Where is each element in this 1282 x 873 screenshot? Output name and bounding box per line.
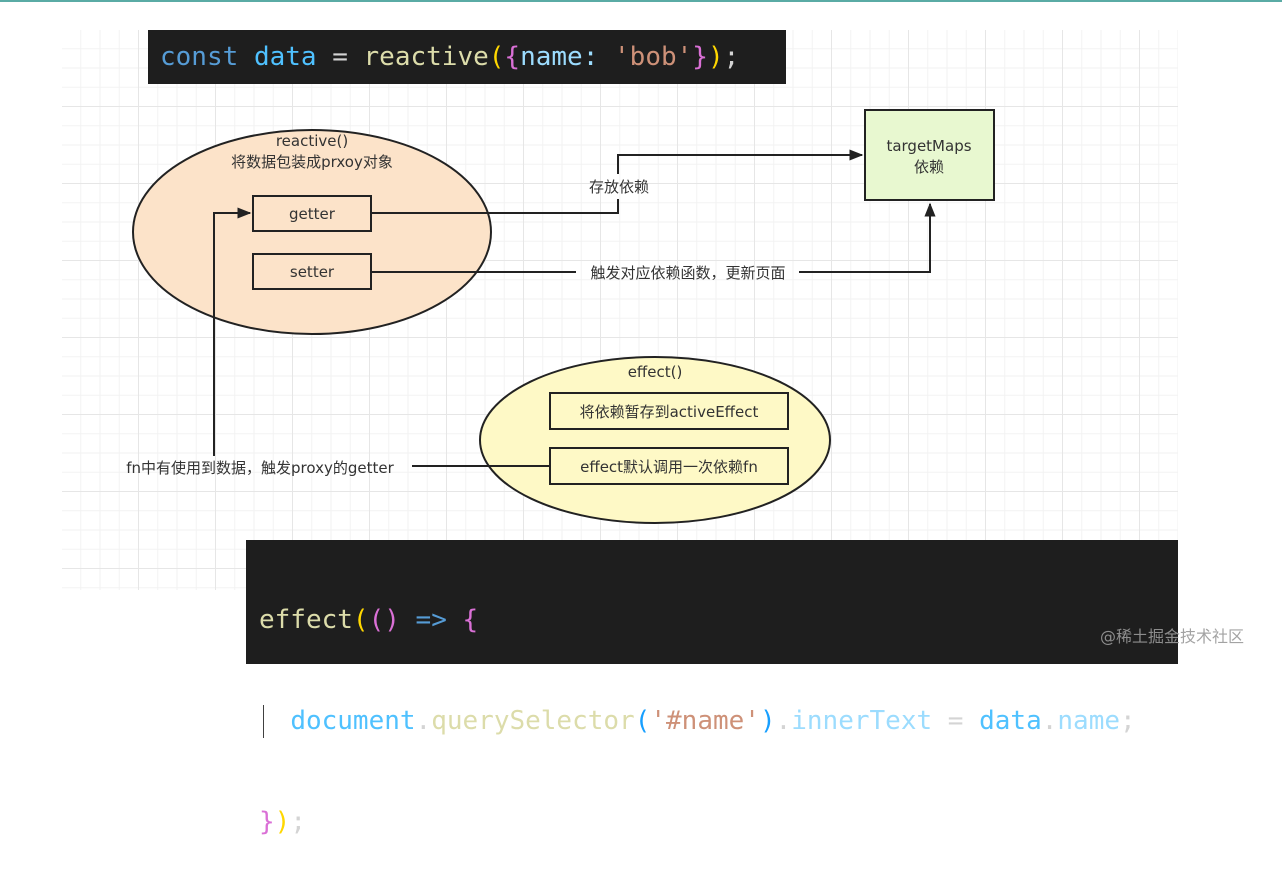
code-token: reactive — [363, 42, 489, 72]
edge-store-upper — [617, 149, 864, 174]
code-token: '#name' — [650, 706, 760, 736]
edge-trigger-update: 触发对应依赖函数，更新页面 — [371, 202, 936, 282]
target-maps-node[interactable]: targetMaps 依赖 — [864, 109, 995, 201]
invoke-fn-label: effect默认调用一次依赖fn — [580, 458, 758, 476]
code-line-2: document.querySelector('#name').innerTex… — [259, 701, 1178, 742]
watermark: @稀土掘金技术社区 — [1100, 627, 1245, 646]
code-token: ) — [759, 706, 776, 736]
getter-label: getter — [289, 205, 336, 223]
code-token: ( — [634, 706, 651, 736]
code-token: 'bob' — [614, 42, 693, 72]
code-token: => — [415, 605, 447, 635]
code-token: innerText — [791, 706, 933, 736]
code-token: ( — [352, 605, 369, 635]
stash-effect-box[interactable] — [549, 392, 789, 430]
edge-fn-label: fn中有使用到数据，触发proxy的getter — [126, 459, 394, 477]
edge-fn-uses-data: fn中有使用到数据，触发proxy的getter — [126, 207, 550, 477]
edge-store-lower — [371, 199, 619, 214]
code-token: data — [253, 42, 317, 72]
code-token: () — [368, 605, 400, 635]
code-token: ; — [723, 42, 740, 72]
reactive-node[interactable]: reactive() 将数据包装成prxoy对象 getter setter — [132, 129, 492, 335]
code-token: document — [290, 706, 416, 736]
effect-title: effect() — [628, 363, 683, 381]
code-token: name — [1057, 706, 1121, 736]
code-token: const — [160, 42, 239, 72]
edge-fn-up — [213, 207, 252, 456]
flow-diagram: reactive() 将数据包装成prxoy对象 getter setter t… — [126, 109, 995, 524]
stash-effect-label: 将依赖暂存到activeEffect — [580, 403, 759, 421]
code-token: ; — [290, 807, 306, 837]
indent-guide — [263, 705, 264, 738]
code-token: ) — [274, 807, 291, 837]
code-token: effect — [259, 605, 353, 635]
target-maps-box — [864, 109, 995, 201]
code-token: data — [979, 706, 1042, 736]
code-token: querySelector — [431, 706, 635, 736]
effect-ellipse — [479, 356, 831, 524]
code-token: ; — [1120, 706, 1136, 736]
code-token: name: — [520, 42, 599, 72]
code-token: . — [1041, 706, 1058, 736]
code-line-3: }); — [259, 802, 1178, 843]
code-token: ) — [707, 42, 724, 72]
edge-trigger-label: 触发对应依赖函数，更新页面 — [590, 264, 785, 282]
code-line-1: effect(() => { — [259, 600, 1178, 641]
code-token: } — [692, 42, 708, 72]
code-token: { — [462, 605, 479, 635]
edge-store-label: 存放依赖 — [589, 178, 649, 196]
effect-node[interactable]: effect() 将依赖暂存到activeEffect effect默认调用一次… — [479, 356, 831, 524]
edge-store-dependency: 存放依赖 — [371, 149, 864, 214]
reactive-subtitle: 将数据包装成prxoy对象 — [231, 153, 393, 171]
code-token: . — [415, 706, 432, 736]
code-token: ( — [488, 42, 505, 72]
edge-trigger-right — [799, 202, 936, 273]
code-snippet-reactive: const data = reactive({name: 'bob'}); — [148, 30, 786, 84]
top-accent-rule — [0, 0, 1282, 2]
target-maps-title: targetMaps — [886, 137, 971, 155]
code-token: = — [332, 42, 348, 72]
setter-label: setter — [290, 263, 335, 281]
reactive-title: reactive() — [276, 132, 348, 150]
code-snippet-effect: effect(() => { document.querySelector('#… — [246, 540, 1178, 837]
code-token: = — [947, 706, 964, 736]
code-token: { — [504, 42, 521, 72]
code-token: } — [259, 807, 275, 837]
target-maps-subtitle: 依赖 — [914, 158, 944, 176]
code-token: . — [775, 706, 792, 736]
